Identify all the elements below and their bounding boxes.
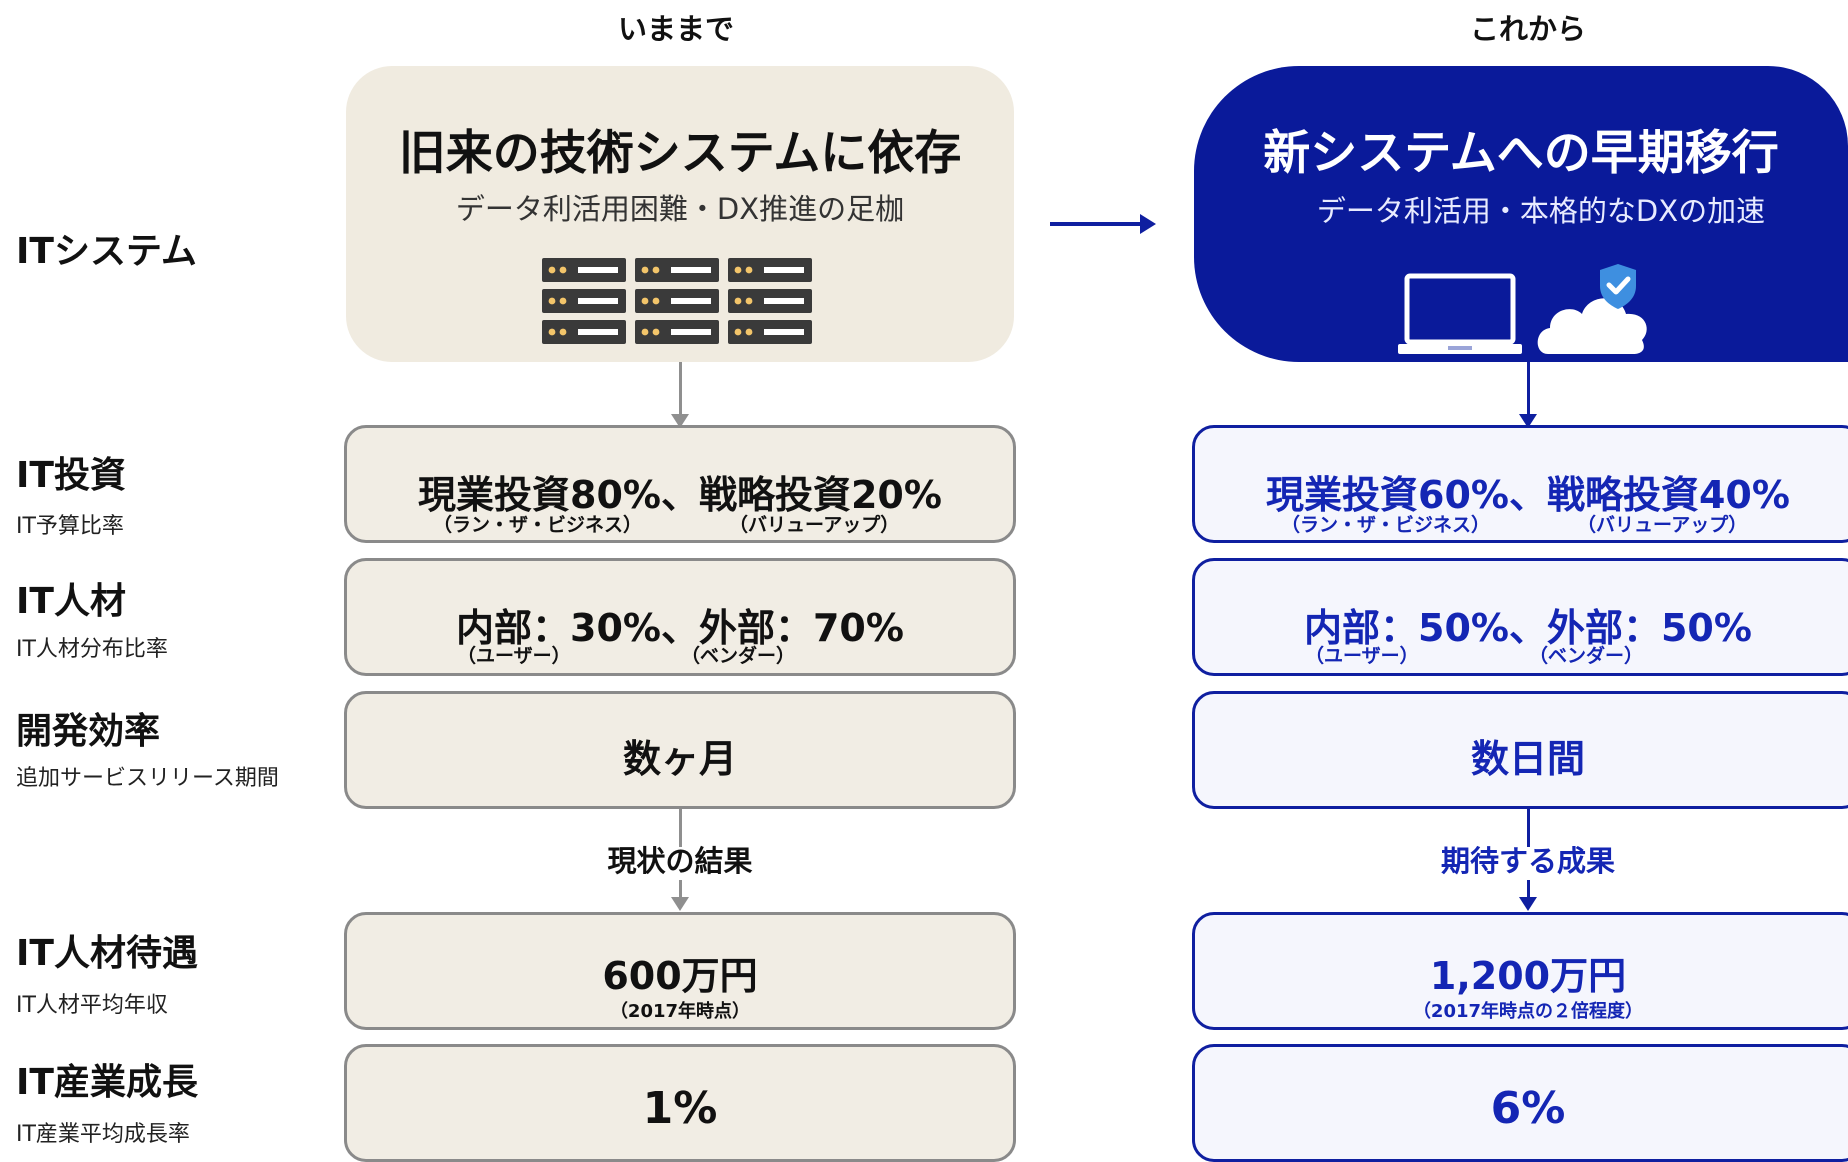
past-investment-box: 現業投資80%、戦略投資20% （ラン・ザ・ビジネス） （バリューアップ） <box>344 425 1016 543</box>
future-result-line-bottom <box>1527 880 1530 898</box>
future-system-card: 新システムへの早期移行 データ利活用・本格的なDXの加速 <box>1194 66 1848 362</box>
row-title-it-growth: IT産業成長 <box>16 1062 198 1103</box>
row-title-it-salary: IT人材待遇 <box>16 933 198 974</box>
past-salary-box: 600万円 （2017年時点） <box>344 912 1016 1030</box>
past-dev-value: 数ヶ月 <box>622 737 737 781</box>
past-connector-line <box>679 362 682 417</box>
row-sub-it-talent: IT人材分布比率 <box>16 637 168 662</box>
past-result-arrow <box>671 897 689 911</box>
future-talent-note-user: （ユーザー） <box>1305 645 1419 667</box>
row-sub-dev-efficiency: 追加サービスリリース期間 <box>16 766 279 791</box>
future-system-subtitle: データ利活用・本格的なDXの加速 <box>1316 194 1766 228</box>
past-system-card: 旧来の技術システムに依存 データ利活用困難・DX推進の足枷 <box>346 66 1014 362</box>
row-sub-it-growth: IT産業平均成長率 <box>16 1122 190 1147</box>
cloud-shield-icon <box>1537 264 1647 354</box>
future-column-header: これから <box>1469 12 1586 46</box>
past-system-subtitle: データ利活用困難・DX推進の足枷 <box>455 192 905 226</box>
future-system-title: 新システムへの早期移行 <box>1263 126 1779 181</box>
row-sub-it-salary: IT人材平均年収 <box>16 993 168 1018</box>
future-investment-note-run: （ラン・ザ・ビジネス） <box>1281 514 1491 536</box>
past-investment-note-valueup: （バリューアップ） <box>729 514 900 536</box>
past-result-line-top <box>679 809 682 847</box>
past-investment-note-run: （ラン・ザ・ビジネス） <box>433 514 643 536</box>
future-growth-value: 6% <box>1490 1083 1566 1134</box>
future-salary-value: 1,200万円 <box>1429 954 1627 998</box>
past-talent-box: 内部：30%、外部：70% （ユーザー） （ベンダー） <box>344 558 1016 676</box>
past-investment-value: 現業投資80%、戦略投資20% <box>418 473 942 517</box>
past-growth-box: 1% <box>344 1044 1016 1162</box>
past-connector-arrow <box>671 414 689 428</box>
transition-arrow <box>1050 214 1156 234</box>
past-dev-box: 数ヶ月 <box>344 691 1016 809</box>
past-talent-value: 内部：30%、外部：70% <box>456 606 904 650</box>
future-talent-box: 内部：50%、外部：50% （ユーザー） （ベンダー） <box>1192 558 1848 676</box>
past-system-title: 旧来の技術システムに依存 <box>398 126 962 181</box>
past-growth-value: 1% <box>642 1083 718 1134</box>
past-column-header: いままで <box>617 12 734 46</box>
future-dev-box: 数日間 <box>1192 691 1848 809</box>
future-connector-arrow <box>1519 414 1537 428</box>
row-title-it-investment: IT投資 <box>16 455 126 496</box>
past-result-label: 現状の結果 <box>607 844 753 878</box>
past-salary-value: 600万円 <box>602 954 758 998</box>
future-investment-note-valueup: （バリューアップ） <box>1577 514 1748 536</box>
future-result-arrow <box>1519 897 1537 911</box>
future-connector-line <box>1527 362 1530 417</box>
future-result-line-top <box>1527 809 1530 847</box>
future-growth-box: 6% <box>1192 1044 1848 1162</box>
future-salary-note: （2017年時点の２倍程度） <box>1412 1001 1644 1022</box>
future-salary-box: 1,200万円 （2017年時点の２倍程度） <box>1192 912 1848 1030</box>
past-result-line-bottom <box>679 880 682 898</box>
row-title-it-talent: IT人材 <box>16 581 126 622</box>
future-dev-value: 数日間 <box>1470 737 1585 781</box>
laptop-icon <box>1398 273 1522 354</box>
server-rack-icon <box>542 258 812 344</box>
row-title-dev-efficiency: 開発効率 <box>16 711 161 752</box>
future-investment-box: 現業投資60%、戦略投資40% （ラン・ザ・ビジネス） （バリューアップ） <box>1192 425 1848 543</box>
future-talent-value: 内部：50%、外部：50% <box>1304 606 1752 650</box>
row-title-it-system: ITシステム <box>16 231 197 272</box>
past-talent-note-vendor: （ベンダー） <box>681 645 796 667</box>
future-investment-value: 現業投資60%、戦略投資40% <box>1266 473 1790 517</box>
past-talent-note-user: （ユーザー） <box>457 645 571 667</box>
future-talent-note-vendor: （ベンダー） <box>1529 645 1644 667</box>
future-result-label: 期待する成果 <box>1440 844 1615 878</box>
past-salary-note: （2017年時点） <box>609 1001 751 1022</box>
row-sub-it-investment: IT予算比率 <box>16 514 124 539</box>
